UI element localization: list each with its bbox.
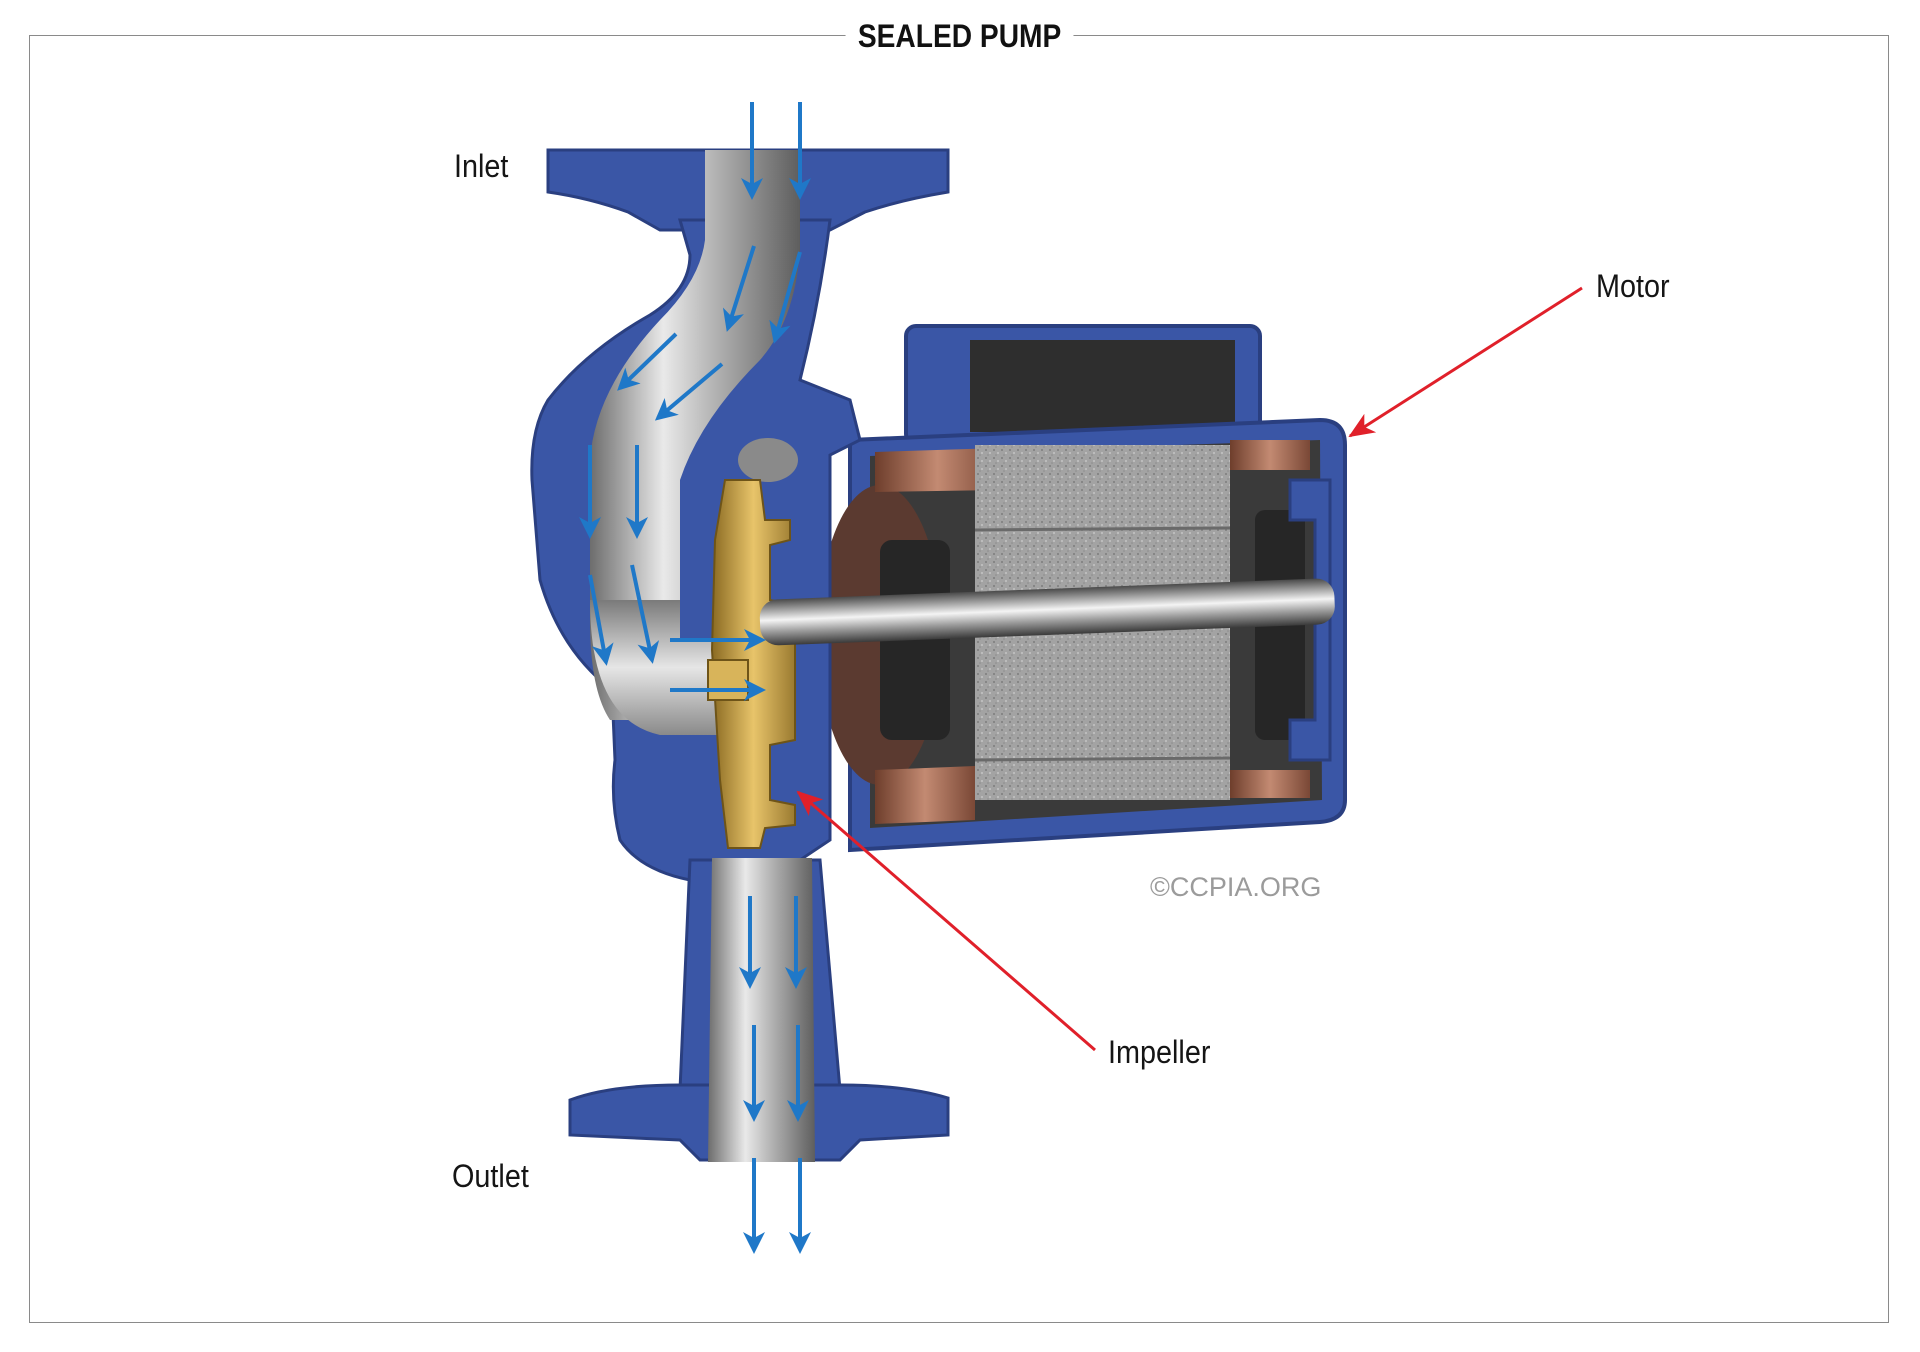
inlet-label: Inlet bbox=[454, 148, 509, 184]
impeller-cavity bbox=[738, 438, 798, 482]
impeller-body bbox=[710, 479, 796, 849]
copper-winding-right-bottom bbox=[1230, 770, 1310, 798]
terminal-box-interior bbox=[970, 340, 1235, 432]
end-bell bbox=[1288, 478, 1332, 762]
flow-passage bbox=[590, 150, 815, 1162]
impeller-callout-arrow bbox=[796, 790, 1096, 1052]
impeller-label: Impeller bbox=[1108, 1034, 1211, 1070]
copper-winding-right bbox=[1230, 440, 1310, 470]
motor-callout-arrow bbox=[1348, 286, 1583, 438]
copyright-watermark: ©CCPIA.ORG bbox=[1150, 872, 1322, 902]
outlet-label: Outlet bbox=[452, 1158, 529, 1194]
motor-shaft bbox=[759, 578, 1335, 646]
flow-arrows bbox=[579, 102, 811, 1254]
motor-label: Motor bbox=[1596, 268, 1670, 304]
callout-arrows bbox=[796, 286, 1583, 1052]
outlet-channel bbox=[708, 858, 815, 1162]
inlet-channel bbox=[590, 150, 800, 720]
copper-winding-top bbox=[875, 448, 1000, 492]
copper-winding-bottom bbox=[875, 766, 975, 824]
motor-housing bbox=[818, 324, 1347, 853]
